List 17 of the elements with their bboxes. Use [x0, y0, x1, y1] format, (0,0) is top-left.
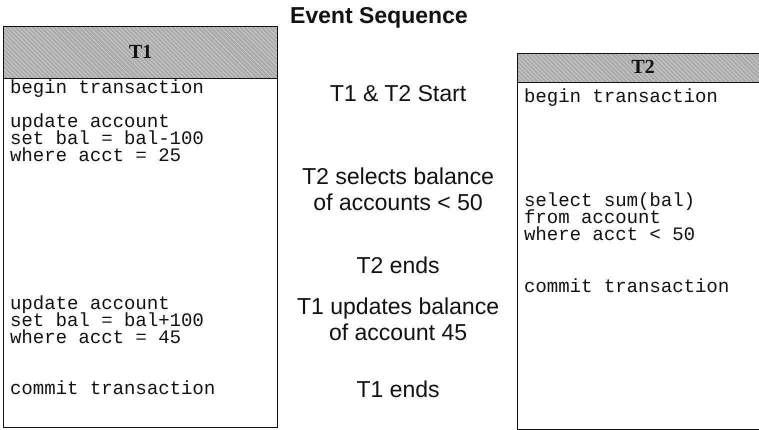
transaction-panel [517, 53, 759, 430]
transaction-panel [3, 26, 278, 428]
event-label: T1 ends [355, 376, 441, 402]
column-header: T1 [4, 27, 277, 79]
sql-statement: update account set bal = bal-100 where acct = 25 [10, 114, 205, 165]
column-header: T2 [518, 54, 759, 83]
event-label: T2 selects balance of accounts < 50 [301, 163, 495, 215]
sql-statement: update account set bal = bal+100 where acct = 45 [10, 296, 205, 347]
sql-statement: begin transaction [10, 80, 205, 97]
sql-statement: select sum(bal) from account where acct < 50 [524, 193, 696, 244]
sql-statement: commit transaction [10, 381, 216, 398]
diagram-title: Event Sequence [290, 2, 468, 29]
event-label: T1 updates balance of account 45 [296, 293, 500, 345]
event-label: T1 & T2 Start [328, 80, 468, 106]
event-label: T2 ends [355, 252, 441, 278]
sql-statement: commit transaction [524, 279, 730, 296]
sql-statement: begin transaction [524, 89, 719, 106]
